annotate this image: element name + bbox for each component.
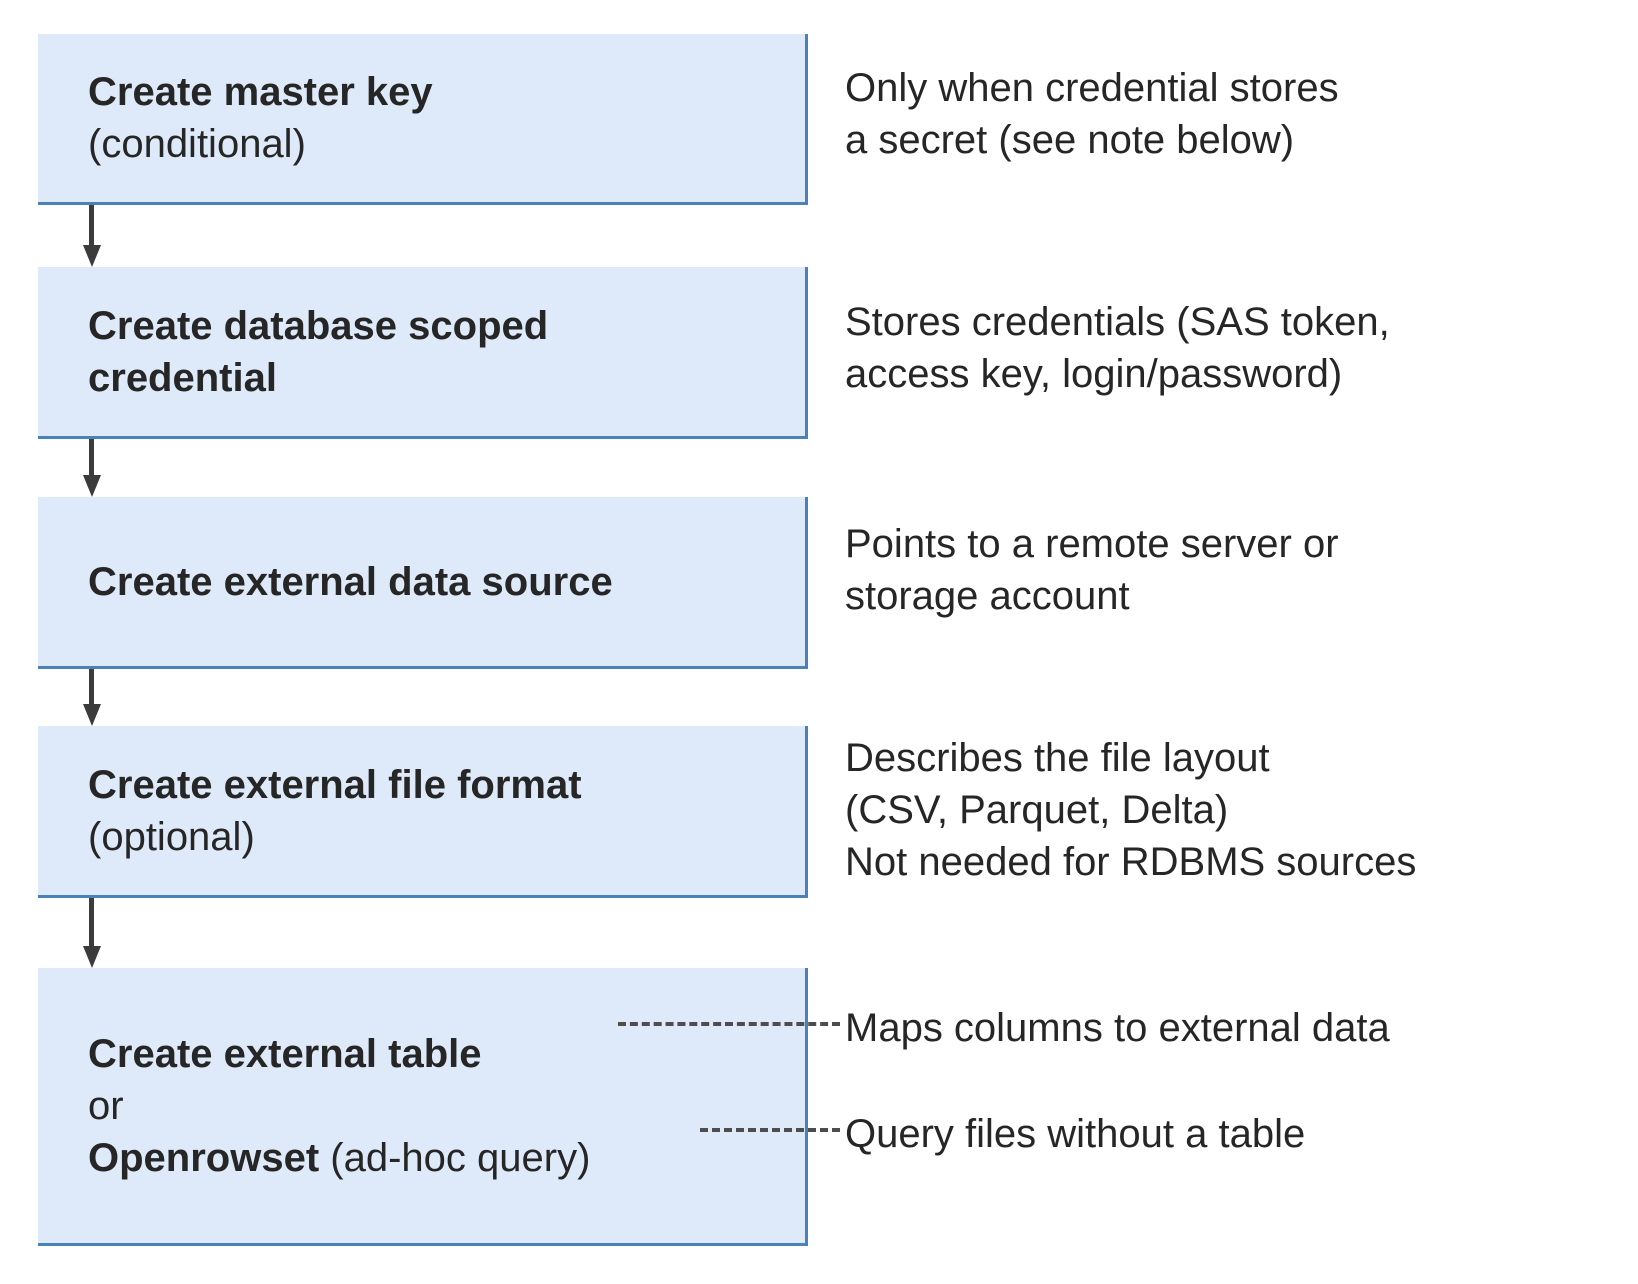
note-create-external-data-source: Points to a remote server or storage acc… [845, 518, 1339, 622]
flow-step-subtitle: (conditional) [88, 122, 306, 166]
note-create-external-file-format: Describes the file layout (CSV, Parquet,… [845, 732, 1416, 888]
flow-step-title: Create external data source [88, 559, 613, 604]
arrow-stem [89, 669, 94, 704]
flow-step-title: Create external file format [88, 762, 582, 807]
arrow-head [83, 704, 101, 726]
flow-step-title: Create external table [88, 1031, 482, 1076]
arrow-stem [89, 439, 94, 475]
flow-step-title: Create master key [88, 70, 433, 114]
flow-step-create-external-file-format[interactable]: Create external file format (optional) [38, 726, 808, 898]
flow-step-create-master-key[interactable]: Create master key (conditional) [38, 34, 808, 205]
flow-step-text-block: Create external data source [38, 556, 805, 608]
flow-step-alt-suffix: (ad-hoc query) [319, 1135, 591, 1180]
arrow-down-icon-3 [83, 669, 101, 726]
flow-step-alt-title-row: Openrowset (ad-hoc query) [88, 1132, 791, 1184]
arrow-head [83, 245, 101, 267]
note-line: Maps columns to external data [845, 1006, 1390, 1050]
note-create-external-table: Maps columns to external data [845, 1002, 1390, 1054]
flow-step-create-external-data-source[interactable]: Create external data source [38, 497, 808, 669]
flow-step-create-database-scoped-credential[interactable]: Create database scoped credential [38, 267, 808, 439]
flow-step-subtitle: (optional) [88, 814, 255, 859]
note-line: Only when credential stores [845, 66, 1339, 110]
arrow-head [83, 946, 101, 968]
flow-step-text-block: Create database scoped credential [38, 300, 805, 404]
note-line: (CSV, Parquet, Delta) [845, 788, 1229, 832]
arrow-head [83, 475, 101, 497]
flow-step-or-connector: or [88, 1083, 124, 1128]
note-line: Describes the file layout [845, 736, 1270, 780]
note-create-database-scoped-credential: Stores credentials (SAS token, access ke… [845, 296, 1390, 400]
note-line: access key, login/password) [845, 352, 1343, 396]
flow-step-alt-title: Openrowset [88, 1135, 320, 1180]
note-line: storage account [845, 574, 1130, 618]
note-create-master-key: Only when credential stores a secret (se… [845, 62, 1339, 166]
flow-step-title: Create database scoped [88, 303, 549, 348]
note-line: Points to a remote server or [845, 522, 1339, 566]
arrow-down-icon-2 [83, 439, 101, 497]
flow-step-text-block: Create master key (conditional) [38, 66, 805, 170]
flow-step-create-external-table-or-openrowset[interactable]: Create external table or Openrowset (ad-… [38, 968, 808, 1246]
arrow-down-icon-4 [83, 898, 101, 968]
note-line: Stores credentials (SAS token, [845, 300, 1390, 344]
arrow-stem [89, 898, 94, 946]
note-line: a secret (see note below) [845, 118, 1295, 162]
note-line: Not needed for RDBMS sources [845, 840, 1417, 884]
arrow-stem [89, 205, 94, 245]
flow-step-text-block: Create external file format (optional) [38, 759, 805, 863]
arrow-down-icon-1 [83, 205, 101, 267]
note-line: Query files without a table [845, 1112, 1306, 1156]
dashed-leader-openrowset [700, 1128, 840, 1132]
flow-step-text-block: Create external table or Openrowset (ad-… [38, 1028, 805, 1184]
flow-step-title-continued: credential [88, 355, 277, 400]
note-openrowset: Query files without a table [845, 1108, 1305, 1160]
dashed-leader-external-table [618, 1022, 840, 1026]
